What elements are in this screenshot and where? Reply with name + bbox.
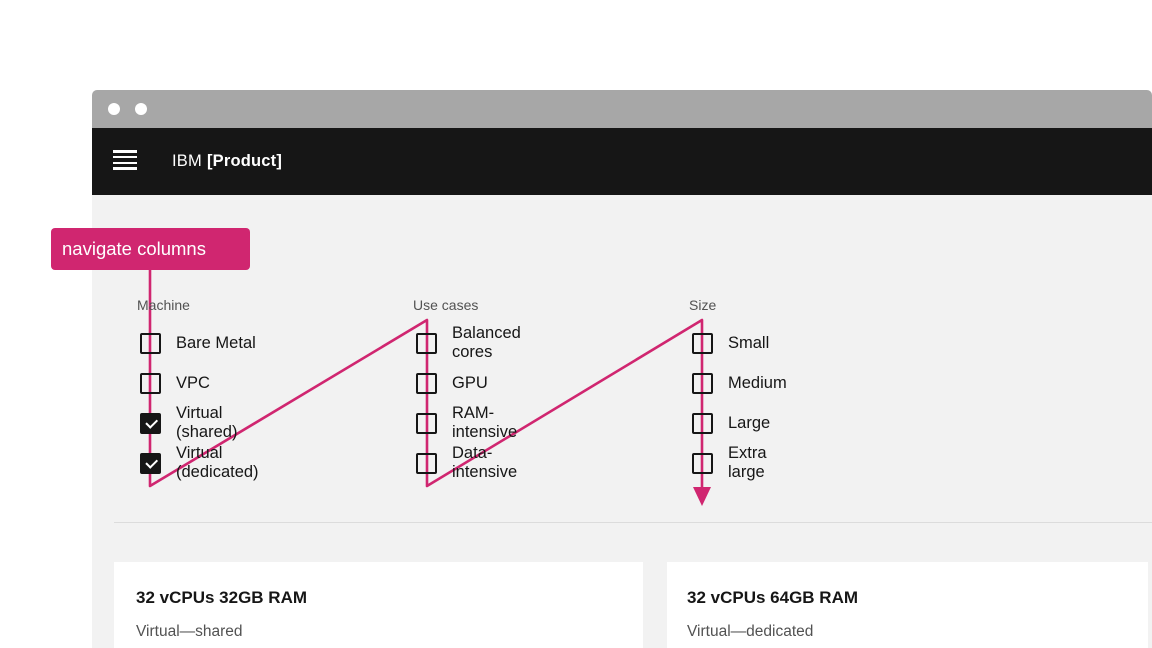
checkbox-label: Extra large: [728, 444, 767, 481]
checkbox-option-extra-large[interactable]: Extra large: [689, 443, 787, 483]
checkbox-label: RAM-intensive: [452, 404, 518, 441]
checkbox-label: Balanced cores: [452, 324, 521, 361]
section-divider: [114, 522, 1152, 523]
checkbox-label: Medium: [728, 373, 787, 392]
checkbox[interactable]: [416, 372, 437, 394]
checkbox-label: Virtual (dedicated): [176, 444, 259, 481]
checkbox-option-virtual-shared[interactable]: Virtual (shared): [137, 403, 259, 443]
checkbox[interactable]: [416, 412, 437, 434]
checkbox-option-data-intensive[interactable]: Data-intensive: [413, 443, 521, 483]
brand-prefix: IBM: [172, 152, 202, 170]
result-card-title: 32 vCPUs 64GB RAM: [687, 588, 859, 607]
app-brand: IBM [Product]: [172, 128, 282, 195]
checkbox-option-small[interactable]: Small: [689, 323, 787, 363]
column-heading: Machine: [137, 297, 190, 313]
checkbox-label: Virtual (shared): [176, 404, 238, 441]
window-control-dot[interactable]: [135, 103, 147, 115]
checkbox[interactable]: [692, 412, 713, 434]
checkbox[interactable]: [140, 452, 161, 474]
checkbox-label: Small: [728, 333, 770, 352]
checkbox-label: VPC: [176, 373, 210, 392]
filter-column-machine: Machine Bare Metal VPC Virtual (shared) …: [137, 297, 259, 483]
checkbox[interactable]: [140, 372, 161, 394]
filter-column-size: Size Small Medium Large Extra large: [689, 297, 787, 483]
checkbox-option-vpc[interactable]: VPC: [137, 363, 259, 403]
checkbox-option-gpu[interactable]: GPU: [413, 363, 521, 403]
result-card-subtitle: Virtual—dedicated: [687, 623, 814, 640]
window-titlebar: [92, 90, 1152, 128]
checkbox[interactable]: [140, 332, 161, 354]
checkbox-label: Data-intensive: [452, 444, 518, 481]
checkbox-option-bare-metal[interactable]: Bare Metal: [137, 323, 259, 363]
checkbox[interactable]: [416, 332, 437, 354]
checkbox-option-virtual-dedicated[interactable]: Virtual (dedicated): [137, 443, 259, 483]
checkbox-option-balanced-cores[interactable]: Balanced cores: [413, 323, 521, 363]
checkbox[interactable]: [692, 332, 713, 354]
menu-hamburger-icon[interactable]: [113, 150, 137, 170]
checkbox-label: Large: [728, 413, 771, 432]
checkbox-option-medium[interactable]: Medium: [689, 363, 787, 403]
checkbox[interactable]: [416, 452, 437, 474]
checkbox-label: Bare Metal: [176, 333, 256, 352]
checkbox-option-ram-intensive[interactable]: RAM-intensive: [413, 403, 521, 443]
brand-product-name: [Product]: [206, 152, 283, 170]
checkbox[interactable]: [692, 372, 713, 394]
result-card[interactable]: 32 vCPUs 32GB RAM Virtual—shared: [114, 562, 643, 648]
result-card-subtitle: Virtual—shared: [136, 623, 243, 640]
filter-column-use-cases: Use cases Balanced cores GPU RAM-intensi…: [413, 297, 521, 483]
column-heading: Size: [689, 297, 717, 313]
app-header: IBM [Product]: [92, 128, 1152, 195]
checkbox-option-large[interactable]: Large: [689, 403, 787, 443]
checkbox-label: GPU: [452, 373, 488, 392]
column-heading: Use cases: [413, 297, 479, 313]
checkbox[interactable]: [692, 452, 713, 474]
result-card-title: 32 vCPUs 32GB RAM: [136, 588, 308, 607]
result-card[interactable]: 32 vCPUs 64GB RAM Virtual—dedicated: [667, 562, 1148, 648]
annotation-tag: navigate columns: [51, 228, 250, 270]
window-control-dot[interactable]: [108, 103, 120, 115]
checkbox[interactable]: [140, 412, 161, 434]
